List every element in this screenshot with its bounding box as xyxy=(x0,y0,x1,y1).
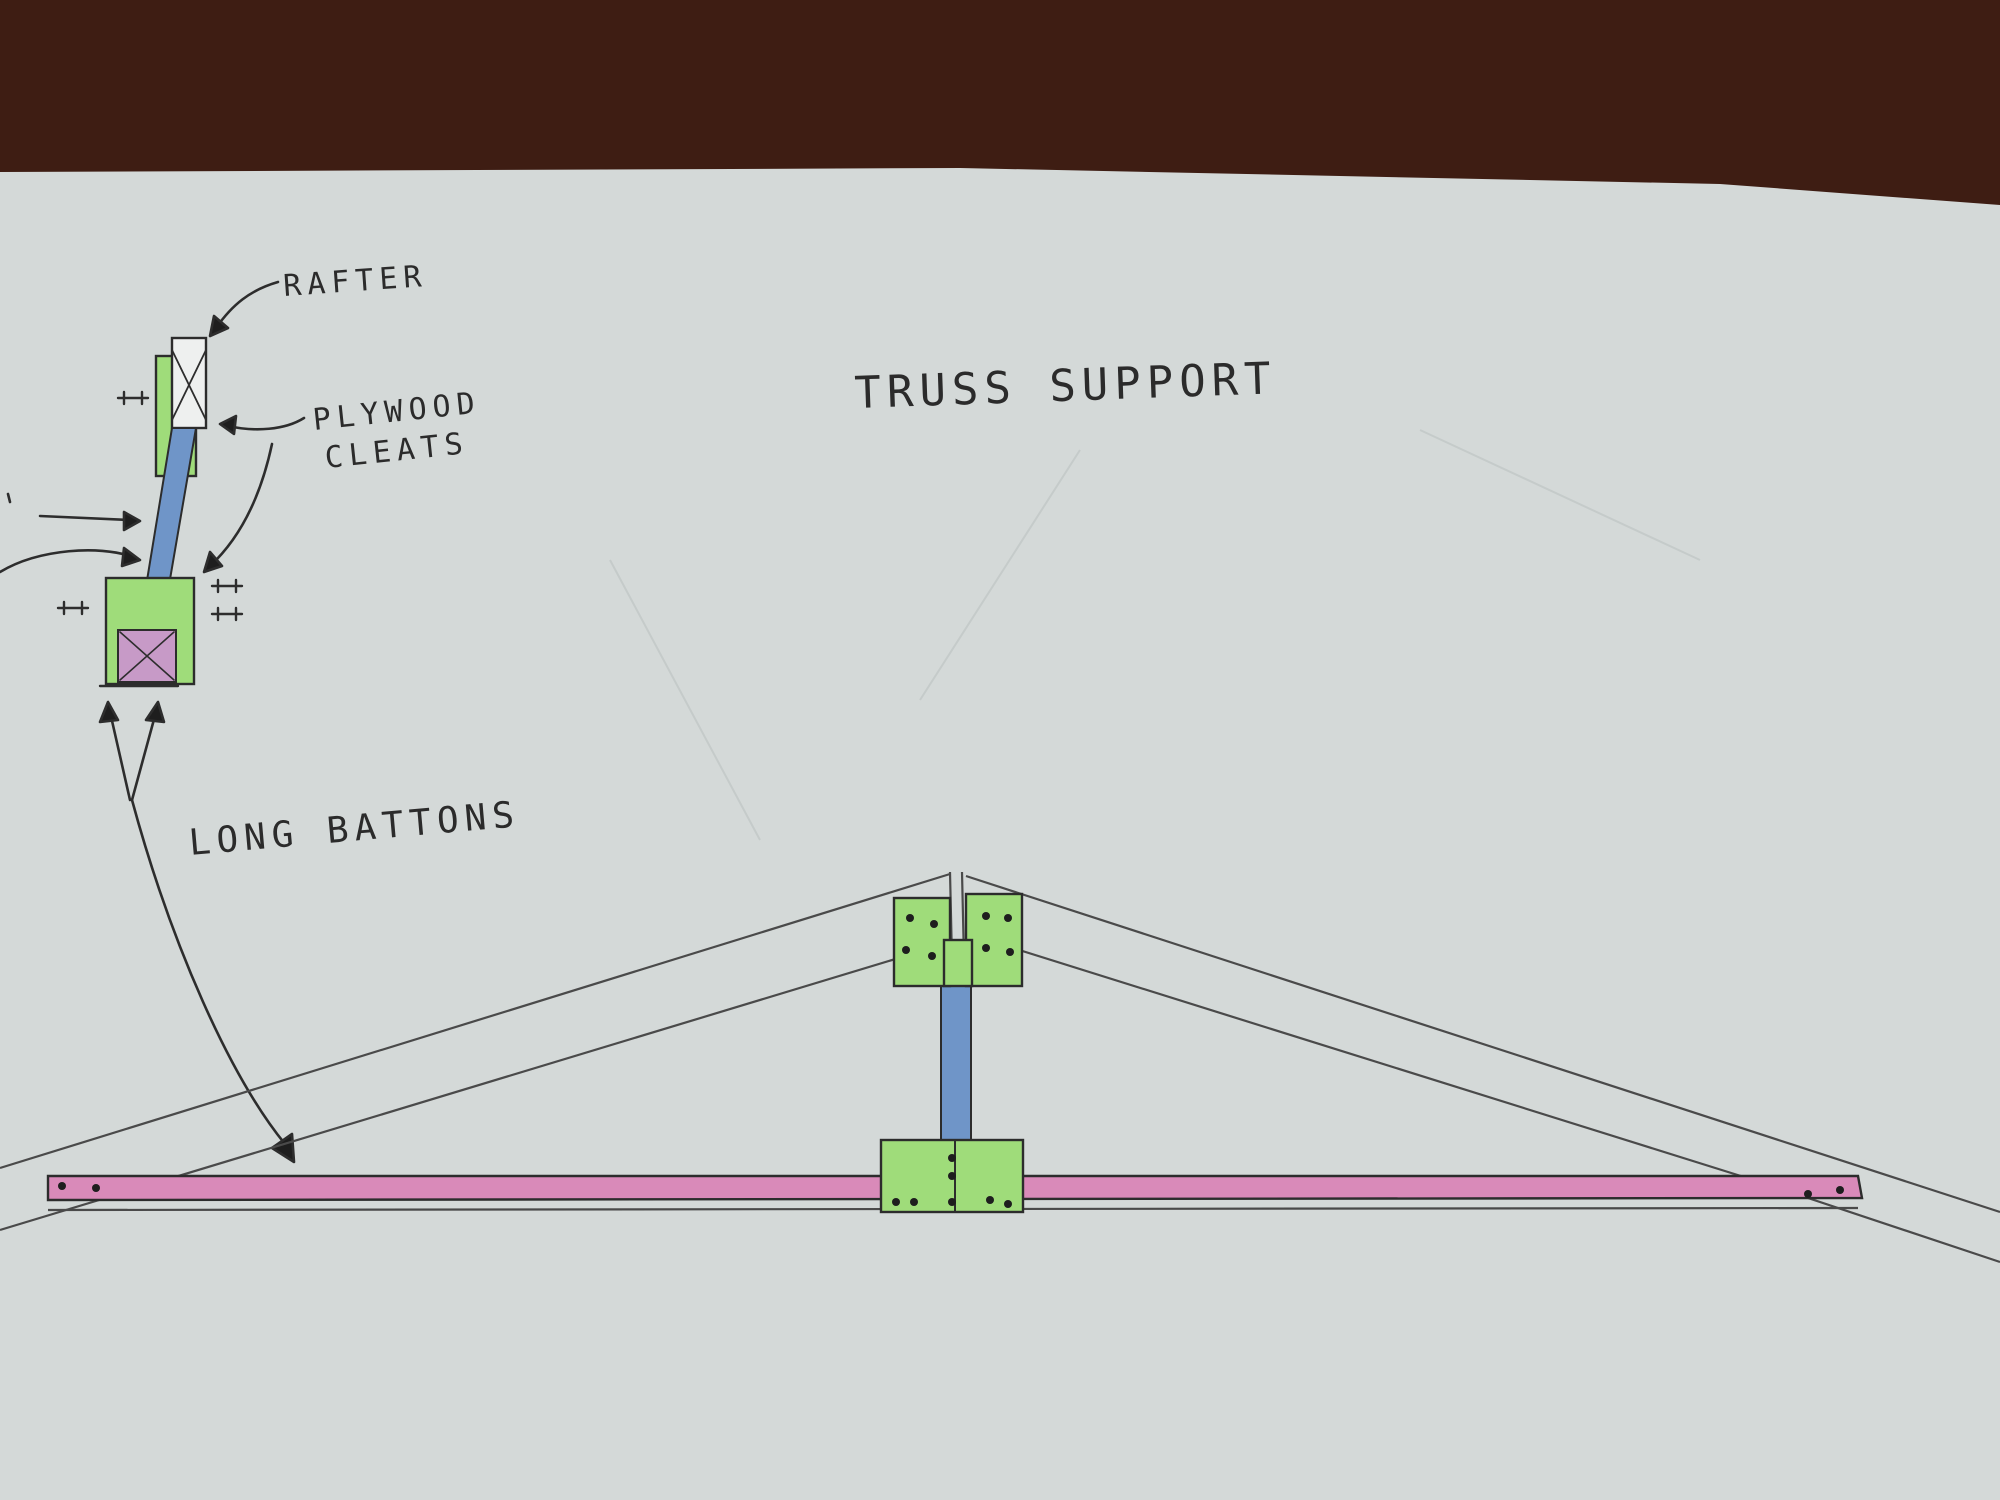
detail-arrows xyxy=(0,280,306,1164)
truss-drawing xyxy=(0,871,2000,1264)
lower-hatch xyxy=(119,631,175,681)
paper-crease xyxy=(609,429,1701,841)
bolt-ticks xyxy=(56,390,244,622)
paper-sheet xyxy=(0,168,2000,1500)
right-rafter-line-upper xyxy=(965,874,2000,1214)
gusset-bolts xyxy=(58,912,1844,1208)
top-left-gusset xyxy=(892,896,952,988)
top-right-gusset xyxy=(964,892,1024,988)
vertical-post xyxy=(940,983,972,1145)
rafter-hatch xyxy=(171,349,207,421)
top-center-gusset xyxy=(942,938,974,988)
left-rafter-line-upper xyxy=(0,872,951,1170)
